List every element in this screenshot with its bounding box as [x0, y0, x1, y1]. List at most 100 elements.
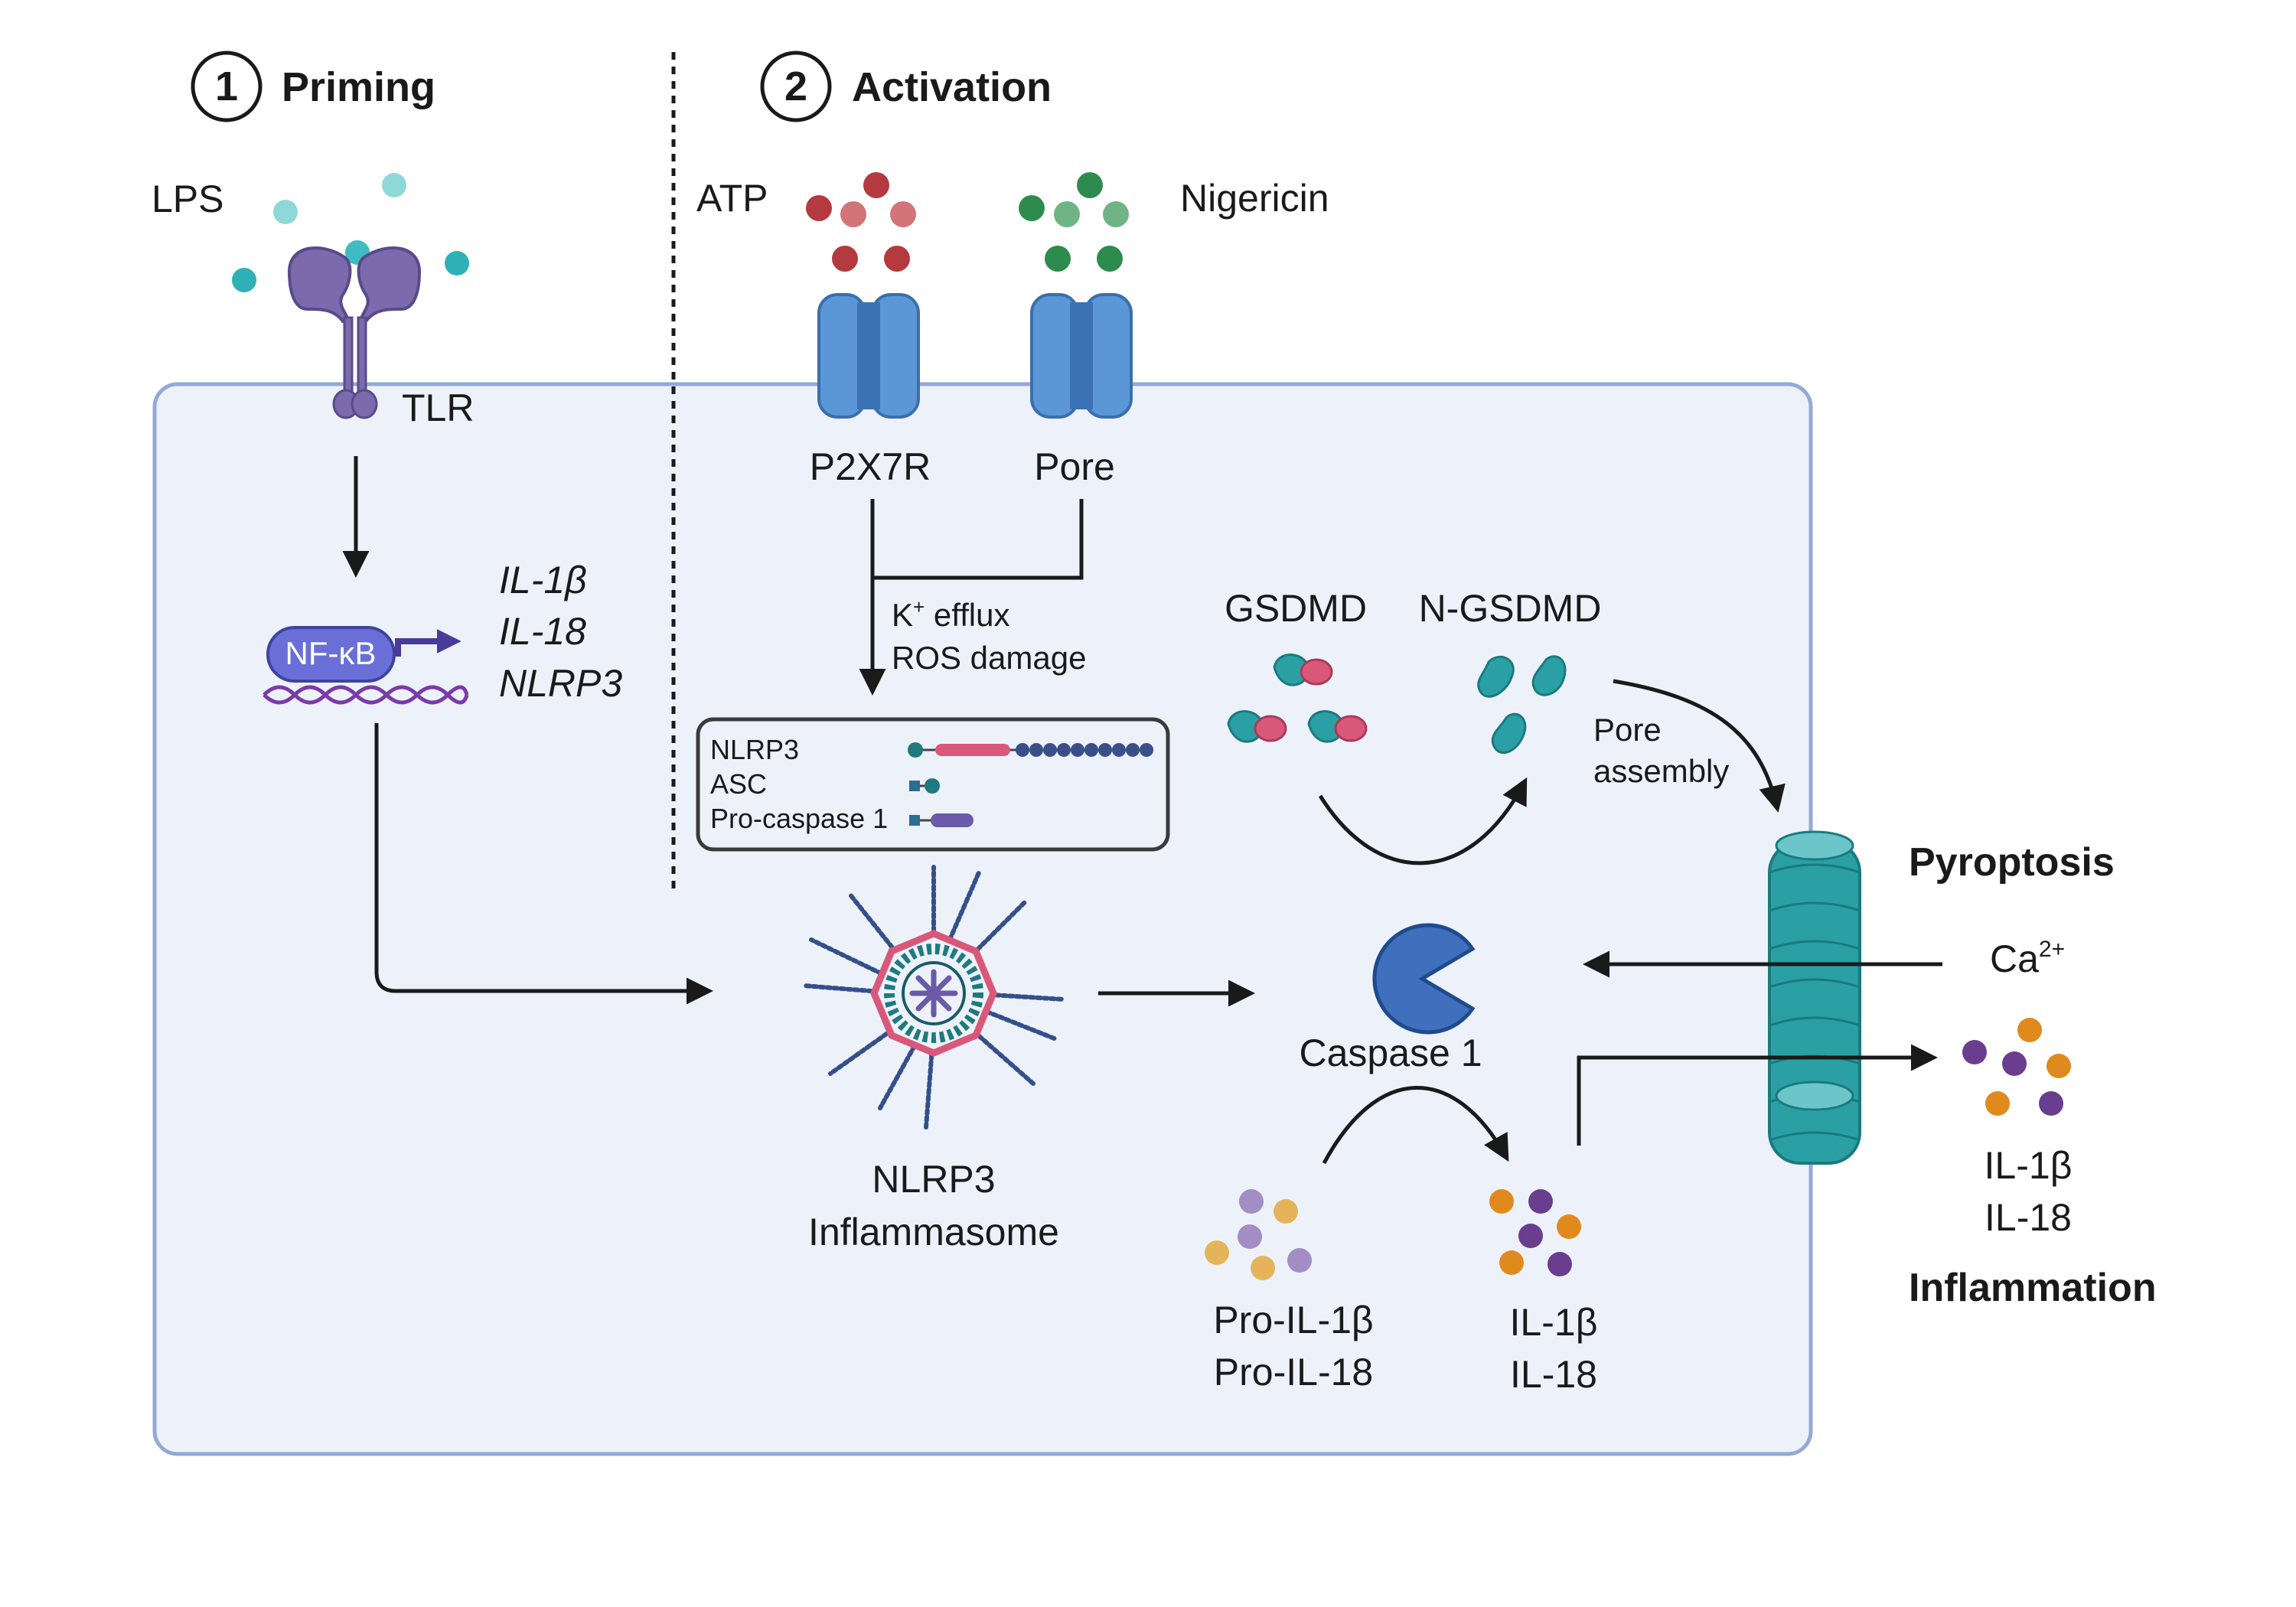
inflammasome-icon	[801, 865, 1066, 1129]
pro-il1b-particle	[1251, 1256, 1275, 1280]
atp-particle	[884, 246, 910, 272]
priming-label: Priming	[282, 64, 435, 110]
dna-strand	[263, 685, 469, 705]
atp-particle	[832, 246, 858, 272]
k-efflux-label: K+ efflux	[892, 595, 1010, 633]
lps-particle	[273, 200, 298, 224]
il18-extracellular-label: IL-18	[1985, 1196, 2072, 1239]
n-gsdmd-fragments	[1477, 655, 1567, 755]
il1b-extracellular-label: IL-1β	[1985, 1144, 2073, 1187]
il18-intracellular-label: IL-18	[1510, 1353, 1597, 1396]
pro-cytokine-cleavage-arrow	[1322, 1086, 1509, 1165]
activation-header: 2 Activation	[760, 51, 1052, 122]
gasdermin-pore-icon	[1768, 830, 1861, 1165]
pro-il18-particle	[1287, 1248, 1312, 1273]
pro-il1b-particle	[1274, 1199, 1298, 1224]
nigericin-particle	[1077, 172, 1103, 198]
cytokine-secretion-arrow	[1577, 1044, 1938, 1146]
lps-label: LPS	[152, 178, 224, 220]
atp-particle	[806, 195, 832, 221]
gene-il18: IL-18	[499, 610, 586, 653]
il1b-particle	[2047, 1054, 2071, 1078]
il1b-particle	[1985, 1091, 2010, 1116]
step-1-number: 1	[215, 64, 238, 109]
pro-il1b-label: Pro-IL-1β	[1213, 1299, 1373, 1341]
atp-particle	[863, 172, 889, 198]
transcription-arrow	[395, 629, 461, 657]
nigericin-label: Nigericin	[1180, 177, 1329, 220]
nigericin-particle	[1054, 201, 1080, 227]
calcium-label: Ca2+	[1990, 937, 2065, 980]
il18-particle	[2039, 1091, 2063, 1116]
nlrp3-domain-box	[696, 717, 1170, 852]
il18-particle	[1962, 1040, 1987, 1064]
lps-particle	[232, 268, 256, 292]
mature-cytokine-cluster-intracellular	[1489, 1189, 1581, 1276]
step-2-number: 2	[784, 64, 807, 109]
ros-damage-label: ROS damage	[892, 640, 1086, 676]
gsdmd-cleavage-arrow	[1318, 777, 1528, 865]
mature-cytokine-cluster-extracellular	[1962, 1018, 2071, 1116]
gene-nlrp3: NLRP3	[499, 662, 622, 705]
il1b-particle	[1499, 1250, 1524, 1275]
il1b-particle	[1557, 1214, 1581, 1239]
il1b-intracellular-label: IL-1β	[1510, 1301, 1598, 1344]
pore-channel-icon	[1030, 293, 1133, 419]
domain-asc-label: ASC	[710, 768, 767, 800]
il1b-particle	[1489, 1189, 1514, 1214]
gsdmd-label: GSDMD	[1225, 587, 1367, 630]
priming-header: 1 Priming	[191, 51, 435, 122]
lps-molecules	[232, 173, 469, 292]
atp-particle	[890, 201, 916, 227]
pore-assembly-label-line1: Pore	[1593, 712, 1662, 748]
caspase-1-icon	[1372, 923, 1476, 1035]
step-2-circle	[760, 51, 832, 122]
gene-il1b: IL-1β	[499, 559, 587, 601]
inflammasome-label-line2: Inflammasome	[808, 1211, 1059, 1253]
channels-to-nlrp3-arrow	[872, 499, 1084, 690]
nigericin-particle	[1019, 195, 1045, 221]
domain-procaspase-label: Pro-caspase 1	[710, 803, 888, 834]
pro-cytokine-cluster	[1205, 1189, 1312, 1280]
n-gsdmd-label: N-GSDMD	[1419, 587, 1602, 630]
pore-label: Pore	[1034, 445, 1115, 488]
nigericin-particle	[1045, 246, 1071, 272]
il18-particle	[1528, 1189, 1553, 1214]
pore-assembly-arrow	[1613, 679, 1786, 813]
domain-nlrp3-label: NLRP3	[710, 734, 799, 765]
nfkb-label: NF-κB	[285, 635, 377, 671]
pro-il18-label: Pro-IL-18	[1214, 1351, 1373, 1393]
tlr-receptor-icon	[287, 246, 422, 419]
p2x7r-channel-icon	[817, 293, 920, 419]
lps-particle	[445, 251, 469, 275]
il1b-particle	[2017, 1018, 2042, 1042]
activation-label: Activation	[852, 64, 1052, 110]
pro-il1b-particle	[1205, 1240, 1229, 1265]
pore-assembly-label-line2: assembly	[1593, 753, 1729, 789]
inflammasome-label-line1: NLRP3	[872, 1158, 995, 1201]
cell-membrane	[152, 382, 1813, 1456]
il18-particle	[2002, 1051, 2027, 1076]
pro-il18-particle	[1238, 1224, 1262, 1249]
il18-particle	[1518, 1224, 1543, 1248]
nfkb-to-inflammasome-arrow	[374, 723, 713, 1005]
tlr-label: TLR	[402, 386, 474, 429]
gsdmd-full-length-group	[1227, 654, 1368, 743]
atp-label: ATP	[696, 177, 768, 220]
pyroptosis-label: Pyroptosis	[1909, 840, 2115, 885]
nlrp3-domain-schematic	[908, 742, 1153, 758]
caspase-1-label: Caspase 1	[1299, 1032, 1482, 1074]
asc-domain-schematic	[909, 778, 940, 794]
inflammation-label: Inflammation	[1909, 1266, 2157, 1310]
nigericin-particle	[1103, 201, 1129, 227]
procaspase-domain-schematic	[909, 813, 974, 827]
nigericin-molecules	[1019, 172, 1129, 272]
atp-particle	[840, 201, 866, 227]
lps-particle	[382, 173, 406, 197]
nfkb-complex: NF-κB	[266, 626, 396, 683]
step-1-circle	[191, 51, 263, 122]
pro-il18-particle	[1239, 1189, 1264, 1214]
il18-particle	[1548, 1252, 1572, 1276]
p2x7r-label: P2X7R	[810, 445, 931, 488]
